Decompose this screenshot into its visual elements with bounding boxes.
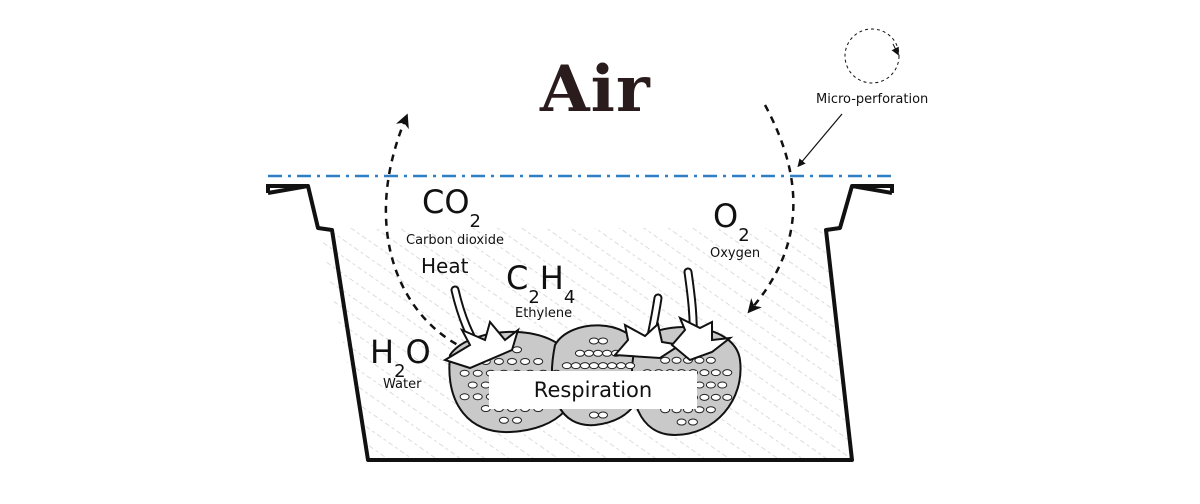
strawberry-seed (705, 356, 716, 364)
strawberry-seed (616, 362, 627, 370)
strawberry-seed (722, 369, 733, 377)
strawberry-seed (467, 381, 478, 389)
strawberry-seed (676, 418, 687, 426)
strawberry-seed (561, 362, 572, 370)
strawberry-seed (694, 406, 705, 414)
strawberry-seed (699, 393, 710, 401)
heat-label: Heat (421, 254, 469, 278)
strawberry-seed (710, 393, 721, 401)
strawberry-seed (625, 362, 636, 370)
o2-in-arrow (747, 104, 795, 314)
strawberry-seed (588, 362, 599, 370)
strawberry-seed (588, 411, 599, 419)
strawberry-seed (688, 418, 698, 426)
ethylene-c: C (506, 259, 529, 297)
strawberry-seed (722, 393, 733, 401)
h2o-formula: H2O (370, 336, 431, 381)
strawberry-seed (583, 349, 594, 357)
strawberry-seed (588, 337, 599, 345)
strawberry-seed (671, 356, 682, 364)
strawberry-seed (512, 416, 522, 424)
strawberry-seed (574, 349, 585, 357)
ethylene-caption: Ethylene (515, 306, 573, 321)
strawberry-seed (520, 357, 531, 365)
strawberry-seed (533, 357, 544, 365)
co2-caption: Carbon dioxide (406, 233, 504, 248)
respiration-label: Respiration (533, 378, 653, 402)
strawberry-seed (607, 362, 618, 370)
ethylene-c-sub: 2 (528, 287, 540, 308)
strawberry-seed (493, 357, 504, 365)
micro-perforation-pointer (797, 113, 843, 168)
h2o-o: O (405, 333, 431, 371)
strawberry-seed (602, 349, 613, 357)
strawberry-seed (705, 406, 716, 414)
strawberry-seed (472, 393, 483, 401)
strawberry-seed (459, 393, 470, 401)
h2o-caption: Water (383, 377, 422, 392)
strawberry-seed (498, 416, 509, 424)
co2-out-arrow (384, 113, 469, 352)
o2-main: O (713, 197, 739, 235)
strawberry-seed (717, 381, 728, 389)
o2-caption: Oxygen (710, 246, 761, 261)
strawberry-seed (598, 362, 608, 370)
strawberry-seed (507, 357, 517, 365)
strawberry-seed (570, 362, 581, 370)
strawberry-seed (512, 346, 522, 354)
o2-formula: O2 (713, 200, 750, 245)
micro-perforation-label: Micro-perforation (816, 92, 929, 107)
strawberry-seed (710, 369, 721, 377)
strawberry-seed (593, 349, 603, 357)
strawberry-seed (598, 411, 608, 419)
strawberry-seed (579, 362, 590, 370)
micro-perforation-circle (844, 28, 900, 84)
strawberry-seed (660, 356, 671, 364)
co2-sub: 2 (469, 211, 481, 232)
o2-sub: 2 (738, 225, 750, 246)
h2o-h-sub: 2 (394, 361, 406, 382)
ethylene-formula: C2H4 (506, 262, 575, 307)
respiration-box: Respiration (489, 371, 697, 409)
co2-formula: CO2 (422, 186, 481, 231)
strawberry-seed (459, 369, 470, 377)
h2o-h: H (370, 333, 395, 371)
ethylene-h: H (539, 259, 564, 297)
title-air: Air (540, 52, 651, 127)
ethylene-h-sub: 4 (563, 287, 576, 308)
strawberry-seed (705, 381, 716, 389)
strawberry-seed (699, 369, 710, 377)
co2-main: CO (422, 183, 470, 221)
strawberry-seed (598, 337, 608, 345)
strawberry-seed (472, 369, 483, 377)
